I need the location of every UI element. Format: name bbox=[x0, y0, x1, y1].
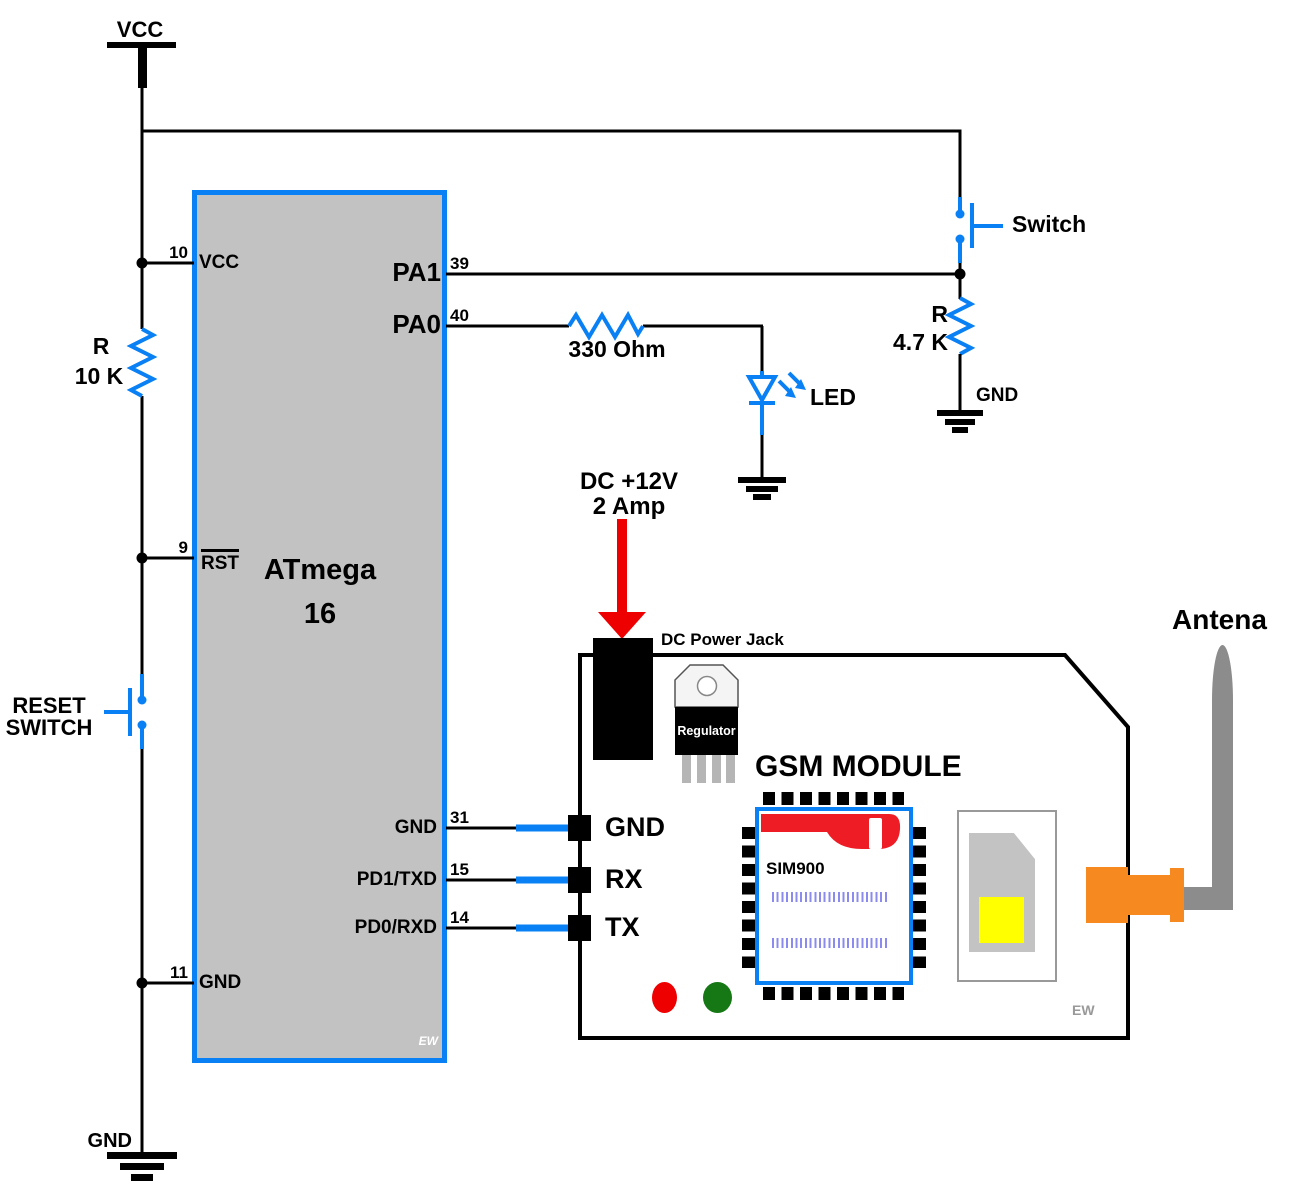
psu-label-line2: 2 Amp bbox=[592, 493, 666, 520]
junction-dots bbox=[136, 257, 966, 989]
pa1-wire bbox=[446, 262, 962, 299]
antenna-connector-flange bbox=[1170, 868, 1184, 922]
mcu-pin-txd: PD1/TXD bbox=[356, 869, 437, 890]
r10k-value-label: 10 K bbox=[74, 363, 124, 389]
sim900-tickrow bbox=[772, 892, 889, 902]
gsm-module-title: GSM MODULE bbox=[755, 750, 962, 783]
mcu-pin-vcc: VCC bbox=[199, 252, 240, 273]
gsm-pin-gnd-label: GND bbox=[605, 812, 665, 842]
atmega16-chip bbox=[192, 190, 447, 1063]
sim900-label: SIM900 bbox=[766, 859, 825, 878]
uart-wires bbox=[446, 824, 572, 932]
supply-arrow bbox=[598, 519, 646, 639]
vcc-top-label: VCC bbox=[116, 17, 164, 42]
sim900-pads-bottom bbox=[763, 987, 904, 1000]
regulator-leg bbox=[712, 755, 721, 783]
gnd-symbol-left bbox=[107, 1152, 177, 1181]
gsm-pad-gnd bbox=[568, 815, 591, 841]
gnd-switch-label: GND bbox=[976, 385, 1019, 406]
reset-switch-label2: SWITCH bbox=[5, 715, 93, 740]
gsm-watermark: EW bbox=[1072, 1002, 1095, 1018]
mcu-pin-pa0: PA0 bbox=[392, 309, 441, 339]
sim900-pads-right bbox=[913, 827, 926, 968]
gsm-pad-rx bbox=[568, 867, 591, 893]
switch-label: Switch bbox=[1012, 211, 1087, 237]
sim900-logo-swoosh bbox=[761, 814, 901, 849]
led-symbol bbox=[745, 371, 806, 435]
regulator-label: Regulator bbox=[677, 724, 736, 738]
module-led-green bbox=[703, 982, 732, 1013]
pin14-number: 14 bbox=[450, 908, 469, 927]
mcu-pin-rst: RST bbox=[201, 549, 239, 573]
gnd-symbol-led bbox=[738, 477, 786, 500]
gsm-pad-tx bbox=[568, 915, 591, 941]
regulator-leg bbox=[697, 755, 706, 783]
reset-switch-symbol bbox=[104, 674, 147, 749]
antenna-connector-plug bbox=[1128, 875, 1172, 915]
gsm-pin-tx-label: TX bbox=[605, 912, 640, 942]
sim-contact-pad bbox=[979, 897, 1024, 943]
mcu-pin-pa1: PA1 bbox=[392, 257, 441, 287]
antenna-rod bbox=[1212, 645, 1233, 910]
sim900-tickrow bbox=[772, 938, 889, 948]
switch-symbol bbox=[955, 197, 1003, 263]
regulator-leg bbox=[682, 755, 691, 783]
pin10-number: 10 bbox=[169, 243, 188, 262]
r47k-resistor bbox=[944, 296, 976, 356]
pin9-number: 9 bbox=[178, 538, 188, 557]
r47k-ref-label: R bbox=[931, 301, 948, 327]
dc-power-jack bbox=[593, 638, 653, 760]
reset-switch-label1: RESET bbox=[12, 693, 86, 718]
antenna-label: Antena bbox=[1172, 604, 1267, 635]
sim900-pads-top bbox=[763, 792, 904, 805]
pa0-led-wire bbox=[446, 324, 764, 477]
mcu-name-line1: ATmega bbox=[263, 554, 377, 586]
gsm-pin-rx-label: RX bbox=[605, 864, 643, 894]
pin11-number: 11 bbox=[170, 963, 188, 982]
gnd-left-label: GND bbox=[87, 1130, 132, 1152]
antenna-connector bbox=[1086, 867, 1128, 923]
r47k-value-label: 4.7 K bbox=[893, 329, 948, 355]
dc-power-jack-label: DC Power Jack bbox=[661, 630, 784, 649]
r10k-resistor bbox=[126, 327, 158, 398]
mcu-name-line2: 16 bbox=[303, 598, 337, 630]
pin31-number: 31 bbox=[450, 808, 469, 827]
mcu-pin-gnd: GND bbox=[199, 972, 242, 993]
regulator-tab bbox=[674, 664, 739, 708]
r10k-ref-label: R bbox=[92, 333, 110, 359]
antenna-arm bbox=[1183, 887, 1233, 910]
vcc-to-switch-wire bbox=[142, 129, 962, 198]
psu-label-line1: DC +12V bbox=[579, 468, 679, 495]
regulator-body: Regulator bbox=[675, 707, 738, 755]
regulator-leg bbox=[726, 755, 735, 783]
led-label: LED bbox=[810, 384, 856, 410]
mcu-pin-gnd31: GND bbox=[394, 817, 437, 838]
mcu-watermark: EW bbox=[418, 1034, 438, 1048]
r330-value-label: 330 Ohm bbox=[568, 336, 666, 362]
module-led-red bbox=[652, 982, 677, 1013]
gnd-symbol-switch bbox=[937, 410, 983, 433]
pin39-number: 39 bbox=[450, 254, 469, 273]
r330-resistor bbox=[567, 310, 645, 341]
pin15-number: 15 bbox=[450, 860, 469, 879]
mcu-pin-rxd: PD0/RXD bbox=[354, 917, 437, 938]
pin40-number: 40 bbox=[450, 306, 469, 325]
sim900-pads-left bbox=[742, 827, 755, 968]
